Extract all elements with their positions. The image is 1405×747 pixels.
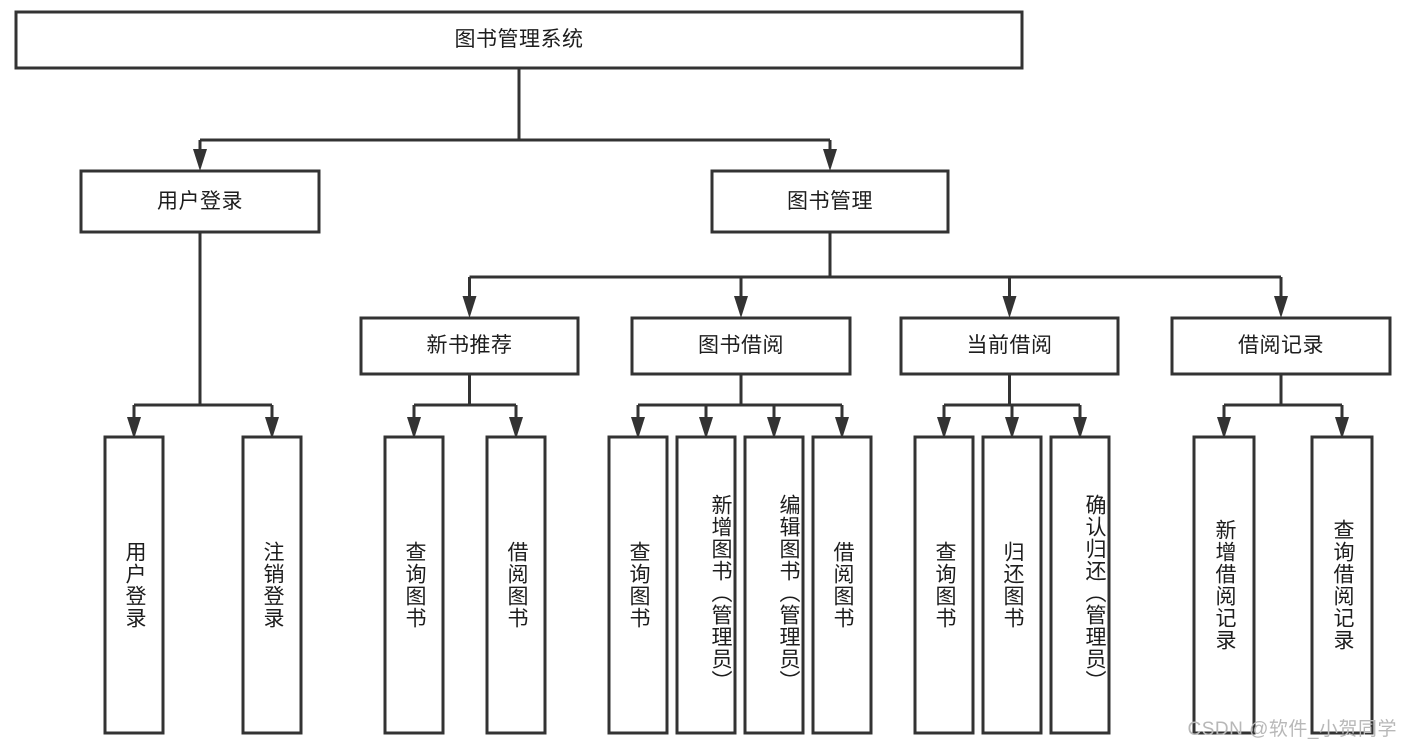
arrow-head <box>509 417 523 439</box>
arrow-head <box>699 417 713 439</box>
arrow-head <box>265 417 279 439</box>
arrow-head <box>734 296 748 318</box>
connectors-layer <box>127 68 1349 439</box>
leaf-box-leaf-confirm-return <box>1049 435 1111 735</box>
arrow-head <box>631 417 645 439</box>
leaf-box-leaf-return-book <box>981 435 1043 735</box>
arrow-head <box>823 149 837 171</box>
arrow-head <box>1335 417 1349 439</box>
arrow-head <box>937 417 951 439</box>
leaf-box-leaf-query-record <box>1310 435 1374 735</box>
arrow-head <box>193 149 207 171</box>
arrow-head <box>1274 296 1288 318</box>
arrow-head <box>767 417 781 439</box>
arrow-head <box>462 296 477 318</box>
watermark-text: CSDN @软件_小贺同学 <box>1187 719 1397 740</box>
arrow-head <box>1005 417 1019 439</box>
node-box-borrow-record <box>1170 316 1392 376</box>
arrow-head <box>127 417 141 439</box>
leaf-box-leaf-borrow-book-2 <box>811 435 873 735</box>
leaf-box-leaf-add-record <box>1192 435 1256 735</box>
leaf-box-leaf-add-book <box>675 435 737 735</box>
arrow-head <box>1002 296 1017 318</box>
arrow-head <box>1073 417 1087 439</box>
node-box-book-management <box>710 169 950 234</box>
arrow-head <box>835 417 849 439</box>
node-box-new-book-recommend <box>359 316 580 376</box>
leaf-box-leaf-borrow-book-1 <box>485 435 547 735</box>
leaf-box-leaf-user-login <box>103 435 165 735</box>
node-box-root <box>14 10 1024 70</box>
leaf-box-leaf-query-book-2 <box>607 435 669 735</box>
boxes-layer <box>14 10 1392 735</box>
arrow-head <box>407 417 421 439</box>
node-box-current-borrow <box>899 316 1120 376</box>
arrow-head <box>1217 417 1231 439</box>
node-box-user-login <box>79 169 321 234</box>
leaf-box-leaf-edit-book <box>743 435 805 735</box>
node-box-book-borrow <box>630 316 852 376</box>
leaf-box-leaf-query-book-3 <box>913 435 975 735</box>
leaf-box-leaf-logout <box>241 435 303 735</box>
leaf-box-leaf-query-book-1 <box>383 435 445 735</box>
